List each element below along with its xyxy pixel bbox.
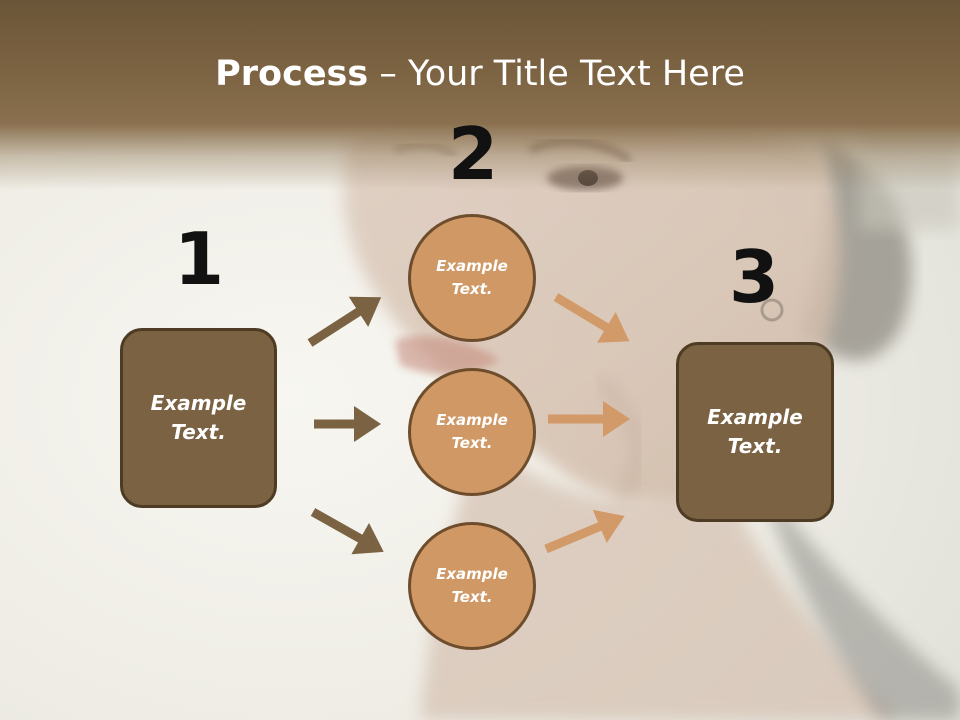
title-rest: – Your Title Text Here [368,54,745,94]
step-2-circle-bottom: Example Text. [408,522,536,650]
step-2-label-middle: Example Text. [436,411,508,452]
step-number-1: 1 [173,217,225,301]
title-band [0,0,960,190]
title-bold: Process [215,54,369,94]
step-number-3: 3 [728,235,780,319]
step-2-label-bottom: Example Text. [436,565,508,606]
step-3-label: Example Text. [707,405,803,458]
step-2-circle-middle: Example Text. [408,368,536,496]
step-1-label: Example Text. [150,391,247,444]
step-2-circle-top: Example Text. [408,214,536,342]
step-3-box: Example Text. [676,342,834,522]
slide-title: Process – Your Title Text Here [0,54,960,94]
step-2-label-top: Example Text. [436,257,508,298]
step-number-2: 2 [447,112,499,196]
step-1-box: Example Text. [120,328,277,508]
